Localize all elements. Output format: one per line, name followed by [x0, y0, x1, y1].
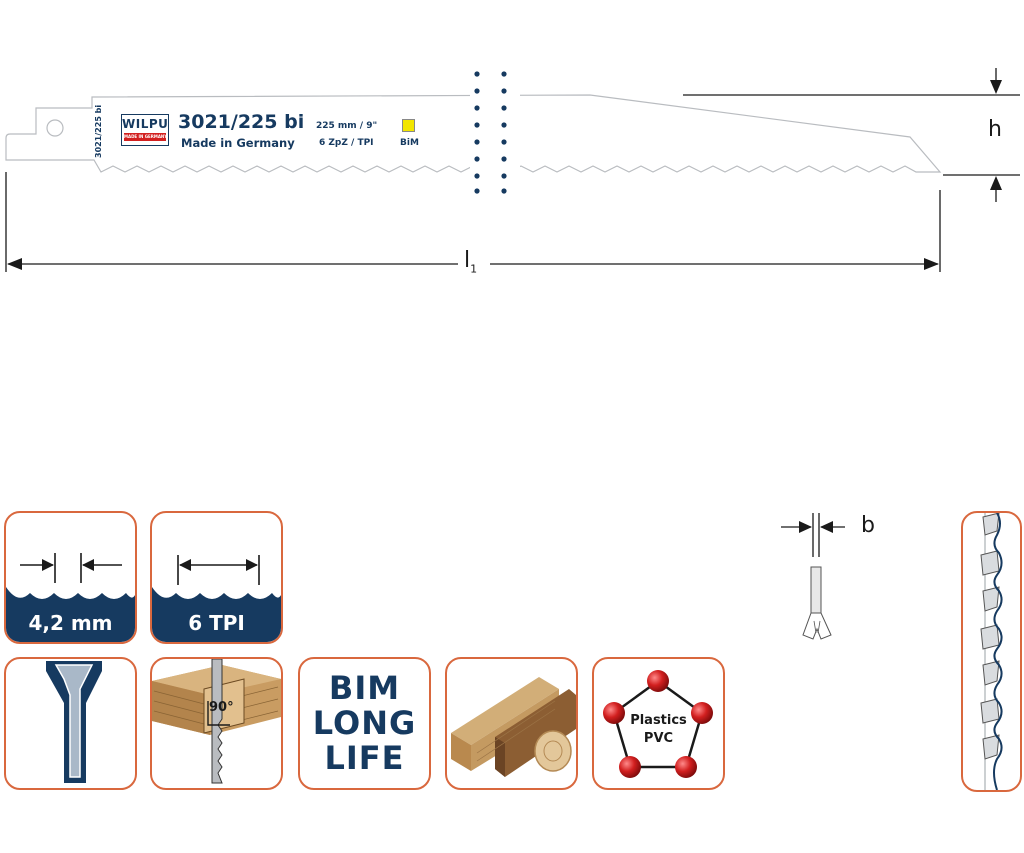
teeth-per-inch-tile: 6 TPI [150, 511, 283, 644]
thickness-label: b [861, 513, 875, 538]
length-label-main: l [464, 248, 471, 273]
tooth-pitch-icon [6, 553, 135, 642]
height-dimension [683, 68, 1020, 202]
wavy-set-icon [980, 513, 1003, 790]
bim-line-1: BIM [328, 669, 401, 707]
pvc-label: PVC [643, 731, 674, 746]
tooth-set-tile [961, 511, 1022, 792]
blade-made-in: Made in Germany [181, 136, 295, 150]
blade-spine-code: 3021/225 bi [94, 104, 103, 158]
teeth-per-inch-value: 6 TPI [188, 611, 245, 635]
bim-line-2: LONG [312, 704, 417, 742]
wood-cut-90-icon [152, 659, 281, 784]
blade-tpi-spec: 6 ZpZ / TPI [319, 138, 374, 148]
thickness-drawing [781, 513, 845, 640]
brand-logo-name: WILPU [122, 117, 169, 131]
blade-length-spec: 225 mm / 9" [316, 121, 378, 131]
blade-drawing [5, 68, 1020, 272]
height-label: h [988, 117, 1002, 142]
straight-cut-tile: 90° [150, 657, 283, 790]
length-label-sub: 1 [470, 262, 478, 276]
wood-material-tile [445, 657, 578, 790]
blade-model: 3021/225 bi [178, 111, 305, 133]
ground-tooth-icon [46, 661, 102, 783]
plastics-material-tile: Plastics PVC [592, 657, 725, 790]
brand-logo-sub: MADE IN GERMANY [124, 133, 166, 141]
brand-logo: WILPU MADE IN GERMANY [121, 114, 169, 146]
length-dimension [5, 172, 941, 272]
tooth-profile-tile [4, 657, 137, 790]
teeth-per-inch-icon [152, 555, 281, 642]
bim-line-3: LIFE [324, 739, 405, 777]
blade-material: BiM [400, 138, 419, 148]
molecule-icon [603, 670, 713, 778]
bim-color-square [402, 119, 415, 132]
tooth-pitch-tile: 4,2 mm [4, 511, 137, 644]
wood-beams-icon [451, 677, 576, 777]
bim-long-life-text: BIM LONG LIFE [300, 671, 429, 776]
bim-long-life-tile: BIM LONG LIFE [298, 657, 431, 790]
plastics-label: Plastics [630, 713, 687, 728]
length-label: l1 [464, 248, 477, 275]
blade-hole [46, 119, 64, 137]
cut-angle-label: 90° [209, 700, 234, 715]
break-marks [474, 71, 507, 194]
tooth-pitch-value: 4,2 mm [28, 611, 113, 635]
